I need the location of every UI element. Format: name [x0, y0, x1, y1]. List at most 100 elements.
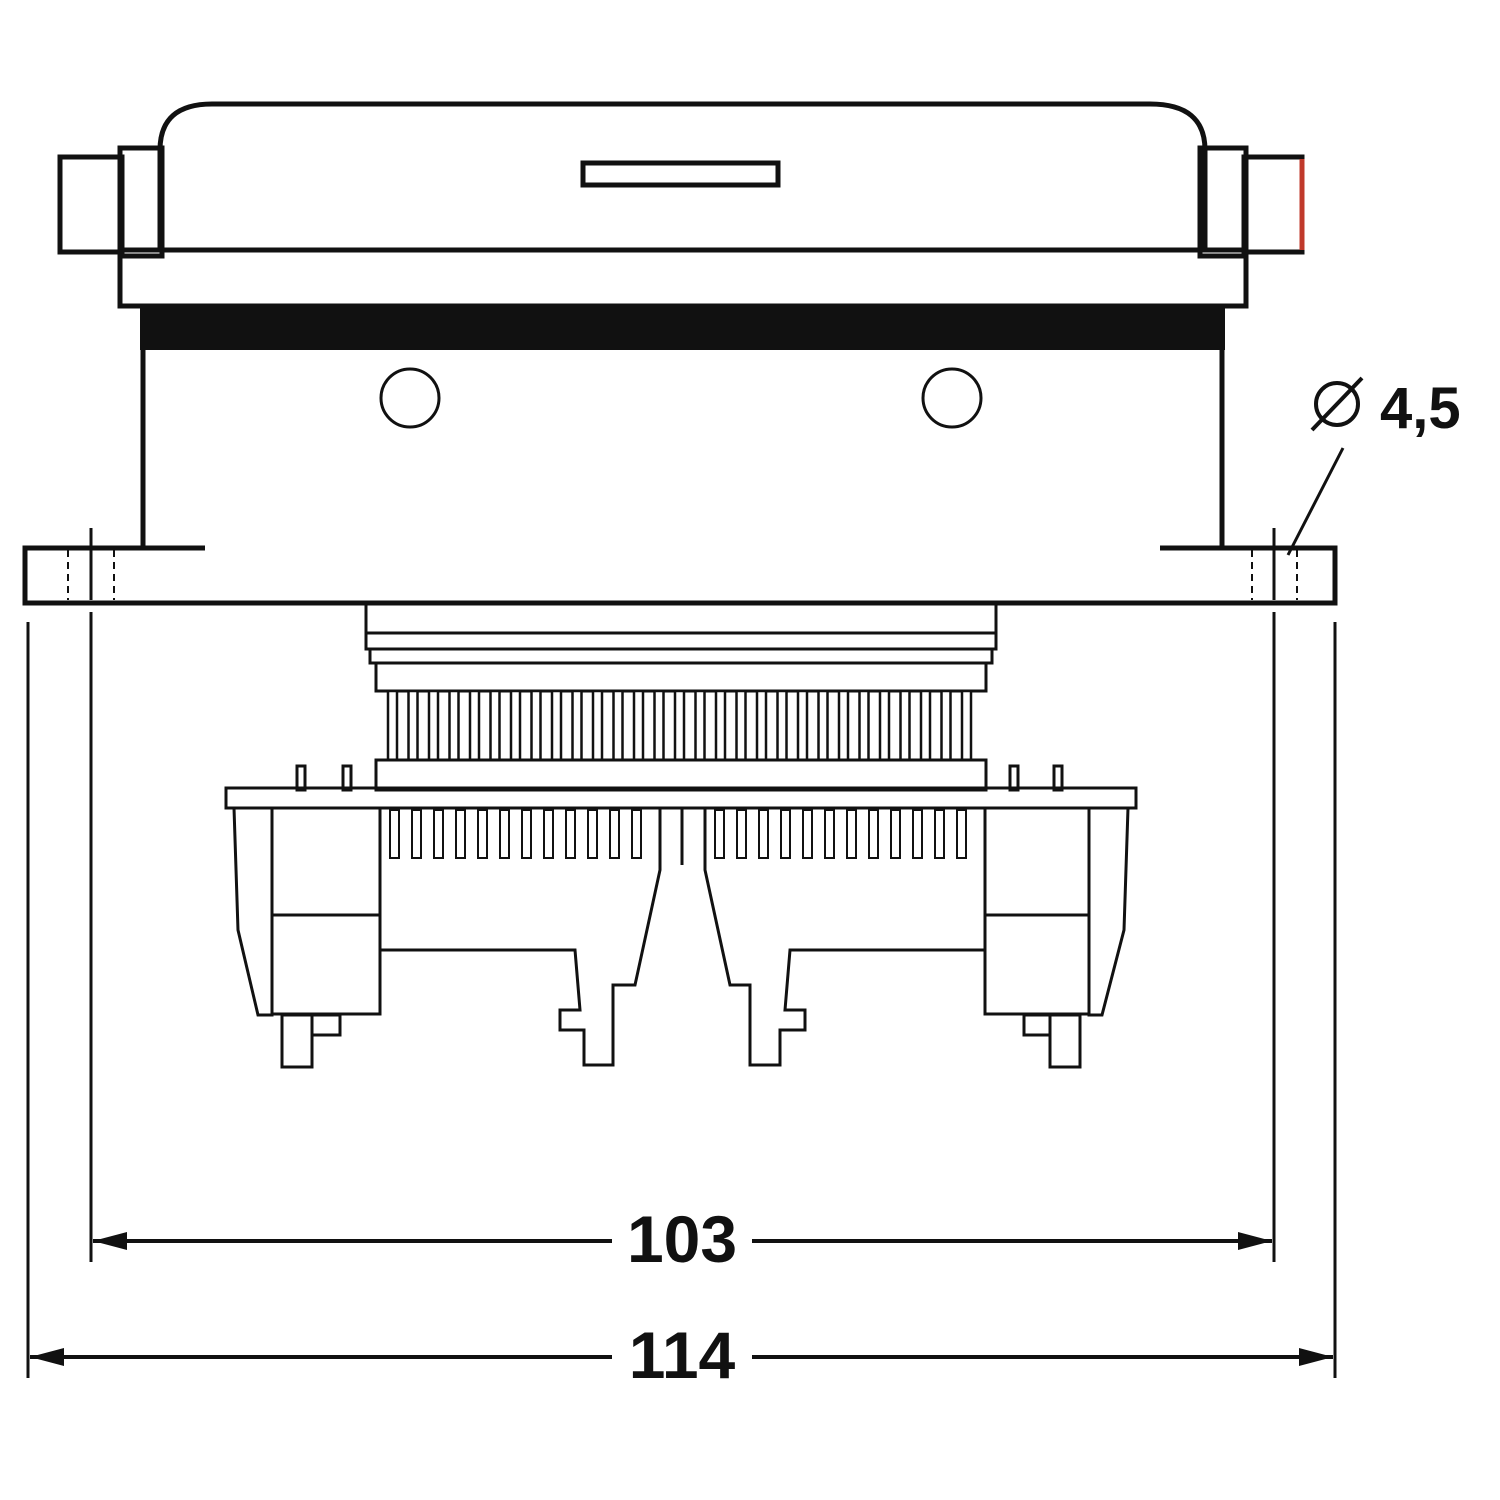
hole-diameter-label: 4,5	[1380, 376, 1461, 441]
terminal-slot	[587, 809, 598, 859]
arrowhead-left	[93, 1232, 127, 1250]
insert-top-plate	[364, 601, 998, 635]
contact-pin	[386, 689, 399, 762]
contact-pin	[776, 689, 788, 762]
contact-pin	[550, 689, 563, 762]
contact-pin	[714, 689, 727, 762]
terminal-slot	[565, 809, 576, 859]
terminal-slot	[389, 809, 400, 859]
terminal-slots-left	[389, 809, 642, 859]
contact-pin	[632, 689, 645, 762]
terminal-slot	[890, 809, 901, 859]
insert-middle-plate	[368, 647, 994, 665]
insert-bottom-plate	[374, 758, 988, 792]
contact-pin	[591, 689, 604, 762]
hood-top-body	[157, 101, 1208, 253]
flange-outline	[22, 545, 1338, 606]
hood-latch-window	[580, 160, 781, 188]
hood-left-endcap-outer	[57, 154, 125, 255]
terminal-slot	[477, 809, 488, 859]
pcb-post-4	[1052, 764, 1064, 792]
mounting-hole-right	[1251, 528, 1298, 600]
terminal-right-inner	[703, 806, 987, 1067]
circuit-board	[224, 764, 1138, 810]
contact-pin	[919, 689, 932, 762]
contact-pins	[386, 689, 973, 762]
contact-pin	[489, 689, 501, 762]
screw-hole-right	[921, 367, 983, 429]
terminal-right-main	[983, 806, 1091, 1016]
contact-pin	[735, 689, 747, 762]
terminal-slot	[736, 809, 747, 859]
arrowhead-right	[1238, 1232, 1272, 1250]
terminal-slot	[758, 809, 769, 859]
terminal-slot	[780, 809, 791, 859]
terminal-slot	[631, 809, 642, 859]
contact-pin	[448, 689, 460, 762]
terminal-slot	[543, 809, 554, 859]
terminal-slot	[433, 809, 444, 859]
contact-pin	[653, 689, 665, 762]
terminal-slot	[802, 809, 813, 859]
terminal-slot	[609, 809, 620, 859]
contact-pin	[817, 689, 829, 762]
callout-leader	[1286, 447, 1345, 556]
mounting-hole-left	[67, 528, 115, 600]
contact-pin	[960, 689, 973, 762]
terminal-slot	[868, 809, 879, 859]
contact-pin	[427, 689, 440, 762]
pin-insert	[364, 601, 998, 792]
contact-pin	[858, 689, 870, 762]
dimension-overall-width: 114	[30, 1318, 1333, 1392]
terminal-slot	[934, 809, 945, 859]
terminal-left-foot-tab	[310, 1013, 342, 1037]
terminal-slot	[714, 809, 725, 859]
terminal-left-foot	[280, 1013, 314, 1069]
terminal-slot	[846, 809, 857, 859]
insert-contact-row	[374, 661, 988, 693]
dimension-hole-spacing: 103	[93, 1202, 1272, 1276]
contact-pin	[673, 689, 686, 762]
terminal-slot	[912, 809, 923, 859]
connector-hood	[57, 101, 1305, 309]
contact-pin	[878, 689, 891, 762]
insert-spacer	[364, 631, 998, 651]
terminal-left-inner	[378, 806, 662, 1067]
pcb-post-2	[341, 764, 353, 792]
dimension-103-label: 103	[627, 1202, 737, 1276]
terminal-slot	[824, 809, 835, 859]
contact-pin	[837, 689, 850, 762]
terminal-slot	[499, 809, 510, 859]
contact-pin	[755, 689, 768, 762]
hole-diameter-callout: 4,5	[1286, 376, 1461, 556]
diameter-symbol-icon	[1310, 376, 1364, 432]
contact-pin	[571, 689, 583, 762]
hood-left-endcap-inner	[117, 145, 165, 259]
seal-strip	[140, 306, 1225, 350]
terminal-left-main	[270, 806, 382, 1016]
contact-pin	[694, 689, 706, 762]
dimension-lines: 103 114 4,5	[26, 376, 1461, 1392]
pcb-post-1	[295, 764, 307, 792]
terminal-blocks-right	[703, 806, 1130, 1069]
terminal-right-foot	[1048, 1013, 1082, 1069]
arrowhead-left	[30, 1348, 64, 1366]
terminal-left-outer	[232, 806, 274, 1017]
screw-hole-left	[379, 367, 441, 429]
contact-pin	[796, 689, 809, 762]
terminal-slot	[455, 809, 466, 859]
terminal-right-outer	[1087, 806, 1130, 1017]
hood-right-endcap-outer	[1241, 154, 1305, 255]
arrowhead-right	[1299, 1348, 1333, 1366]
terminal-slots-right	[714, 809, 967, 859]
terminal-right-foot-tab	[1022, 1013, 1052, 1037]
pcb-post-3	[1008, 764, 1020, 792]
contact-pin	[509, 689, 522, 762]
metal-body	[140, 350, 1225, 548]
mounting-flange	[22, 528, 1338, 606]
contact-pin	[530, 689, 542, 762]
terminal-slot	[411, 809, 422, 859]
hood-lower-band	[117, 247, 1249, 309]
terminal-blocks-left	[232, 806, 662, 1069]
